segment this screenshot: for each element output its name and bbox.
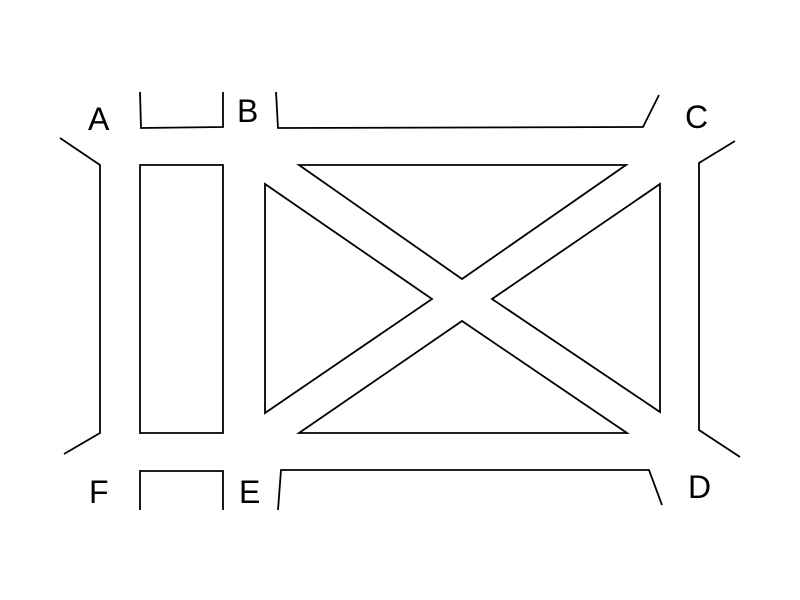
label-b: B	[237, 93, 258, 129]
left-rectangle-block	[139, 164, 224, 434]
bottom-left-block-edge	[139, 470, 224, 510]
bottom-road-edge	[277, 469, 663, 511]
bottom-triangle-block	[296, 319, 630, 434]
top-left-block-edge	[139, 91, 224, 129]
left-triangle-block	[264, 182, 434, 415]
label-d: D	[688, 469, 711, 505]
right-triangle-block	[490, 182, 661, 414]
right-road-edge	[698, 140, 741, 458]
left-road-edge	[59, 137, 101, 455]
top-road-edge	[275, 91, 660, 129]
label-f: F	[89, 474, 109, 510]
top-triangle-block	[296, 164, 629, 281]
label-c: C	[685, 99, 708, 135]
label-e: E	[239, 474, 260, 510]
label-a: A	[88, 101, 110, 137]
